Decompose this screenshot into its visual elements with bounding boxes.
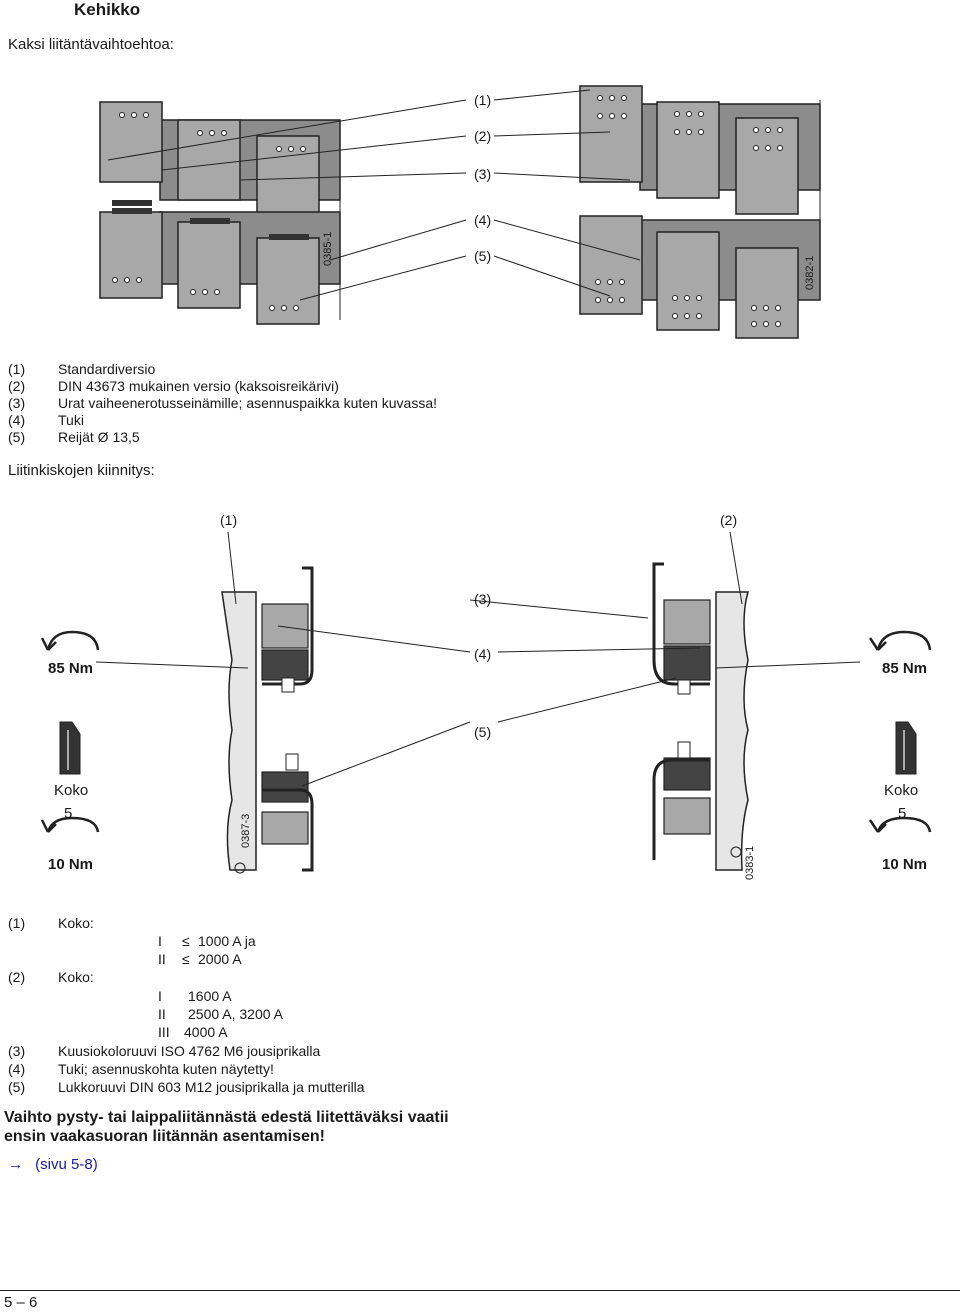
legend2-size-row: II xyxy=(158,951,166,967)
footer-divider xyxy=(0,1290,960,1291)
torque-right-bottom: 10 Nm xyxy=(882,856,928,873)
size-label-right: Koko xyxy=(884,782,919,799)
fig1-callout-1: (1) xyxy=(474,92,492,108)
fig1-code-left: 0385-1 xyxy=(322,231,334,266)
fig1-callout-3: (3) xyxy=(474,166,492,182)
fig1-callout-4: (4) xyxy=(474,212,492,228)
warning-line-1: Vaihto pysty- tai laippaliitännästä edes… xyxy=(4,1109,449,1126)
right-mount-assembly xyxy=(652,562,749,871)
fig2-callout-4: (4) xyxy=(474,646,492,662)
left-plate-group xyxy=(99,101,341,325)
legend2-size-row: I xyxy=(158,988,162,1004)
section2-title: Liitinkiskojen kiinnitys: xyxy=(8,462,155,479)
page-number: 5 – 6 xyxy=(4,1294,38,1311)
legend2-size-value: 2500 A, 3200 A xyxy=(188,1006,283,1022)
fig2-code-right: 0383-1 xyxy=(744,845,756,880)
fig1-callout-2: (2) xyxy=(474,128,492,144)
legend2-size-value: 1600 A xyxy=(188,988,232,1004)
rotate-arrow-icon xyxy=(868,816,932,833)
rotate-arrow-icon xyxy=(40,816,100,833)
fig2-code-left: 0387-3 xyxy=(240,813,252,848)
figure2-leader-lines xyxy=(95,531,861,787)
arrow-right-icon: → xyxy=(8,1156,23,1173)
fig2-callout-2: (2) xyxy=(720,512,738,528)
fig1-code-right: 0382-1 xyxy=(804,255,816,290)
size-label-left: Koko xyxy=(54,782,89,799)
size-value-left: 5 xyxy=(64,805,73,822)
rotate-arrow-icon xyxy=(868,630,932,651)
legend2-size-symbol: ≤ xyxy=(182,933,190,949)
mounting-figure-2 xyxy=(40,531,932,874)
legend2-size-value: 2000 A xyxy=(198,951,242,967)
legend2-size-row: I xyxy=(158,933,162,949)
right-plate-group xyxy=(579,85,821,339)
warning-line-2: ensin vaakasuoran liitännän asentamisen! xyxy=(4,1128,326,1145)
rotate-arrow-icon xyxy=(40,630,100,651)
fig2-callout-3: (3) xyxy=(474,591,492,607)
busbar-figure-1 xyxy=(99,85,821,339)
torque-right-top: 85 Nm xyxy=(882,660,928,677)
page-link-text: (sivu 5-8) xyxy=(35,1156,98,1173)
page-link[interactable]: → (sivu 5-8) xyxy=(8,1156,98,1173)
legend2-size-symbol: ≤ xyxy=(182,951,190,967)
page-title: Kehikko xyxy=(74,0,141,19)
torque-left-bottom: 10 Nm xyxy=(48,856,94,873)
fig2-callout-1: (1) xyxy=(220,512,238,528)
fig2-callout-5: (5) xyxy=(474,724,492,740)
figure1-leader-lines xyxy=(107,89,641,301)
legend2-size-value: 4000 A xyxy=(184,1024,228,1040)
fig1-callout-5: (5) xyxy=(474,248,492,264)
intro-text: Kaksi liitäntävaihtoehtoa: xyxy=(8,36,174,53)
legend2-size-row: II xyxy=(158,1006,166,1022)
left-mount-assembly xyxy=(221,566,314,874)
torque-left-top: 85 Nm xyxy=(48,660,94,677)
legend2-size-row: III xyxy=(158,1024,170,1040)
hex-key-icon xyxy=(895,721,917,775)
size-value-right: 5 xyxy=(898,805,907,822)
legend2-size-value: 1000 A ja xyxy=(198,933,256,949)
hex-key-icon xyxy=(59,721,81,775)
